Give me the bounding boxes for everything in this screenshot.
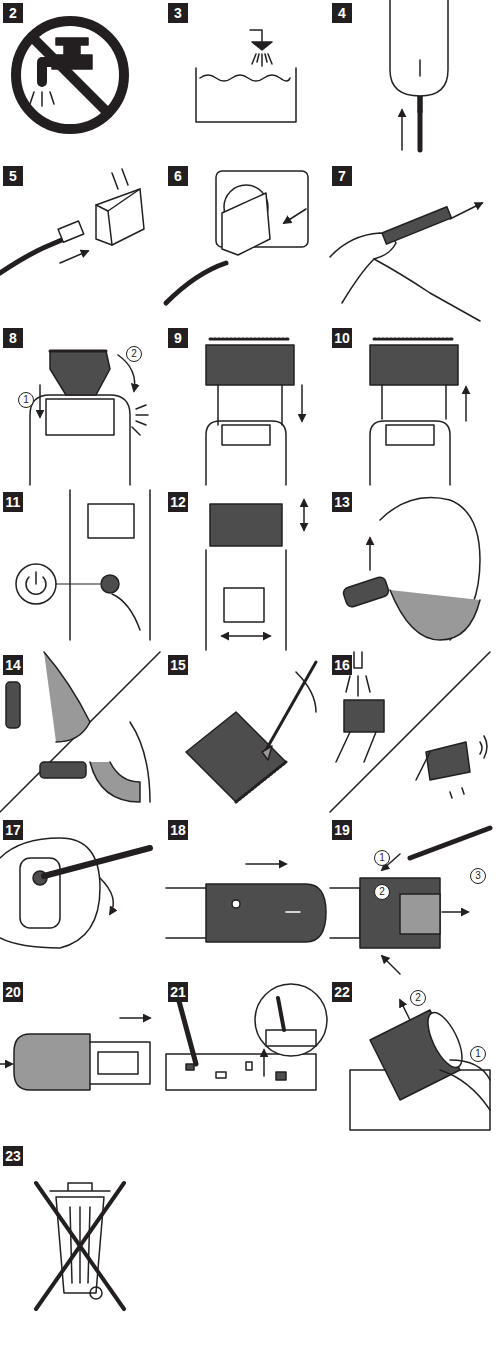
no-water-symbol [16,21,124,129]
step-number: 9 [168,328,188,348]
step-number: 14 [3,655,23,675]
step-number: 5 [3,166,23,186]
unscrew [0,838,150,948]
step-number: 10 [332,328,352,348]
remove-comb [370,339,466,485]
pry-remove [330,828,490,974]
attach-comb [206,339,302,485]
callout-number: 2 [410,990,426,1006]
callout-number: 1 [374,850,390,866]
step-number: 6 [168,166,188,186]
clean-cutter [186,662,316,802]
adjust-comb [206,500,304,650]
step-number: 3 [168,3,188,23]
step-number: 2 [3,3,23,23]
step-number: 18 [168,820,188,840]
step-number: 13 [332,492,352,512]
remove-cover [330,203,482,321]
step-number: 21 [168,982,188,1002]
step-number: 16 [332,655,352,675]
step-number: 8 [3,328,23,348]
step-number: 12 [168,492,188,512]
step-number: 7 [332,166,352,186]
adapter-socket [166,171,308,303]
callout-number: 1 [470,1046,486,1062]
slide-housing [166,864,326,942]
step-number: 20 [3,982,23,1002]
step-number: 4 [332,3,352,23]
trimming-beard [342,498,480,641]
step-number: 15 [168,655,188,675]
callout-number: 1 [18,392,34,408]
power-button [16,490,150,640]
plug-in-trimmer [390,0,448,150]
attach-head [30,351,148,485]
callout-number: 3 [470,868,486,884]
step-number: 22 [332,982,352,1002]
callout-number: 2 [126,346,142,362]
shower-basin [196,30,296,122]
step-number: 19 [332,820,352,840]
circuit-board [166,984,327,1090]
step-number: 23 [3,1146,23,1166]
step-number: 17 [3,820,23,840]
callout-number: 2 [374,884,390,900]
push-out [0,1018,150,1090]
battery-removal [350,1000,490,1130]
weee-symbol [36,1183,124,1309]
step-number: 11 [3,492,23,512]
rinse-comb [330,652,490,812]
trimming-faces [0,652,160,812]
